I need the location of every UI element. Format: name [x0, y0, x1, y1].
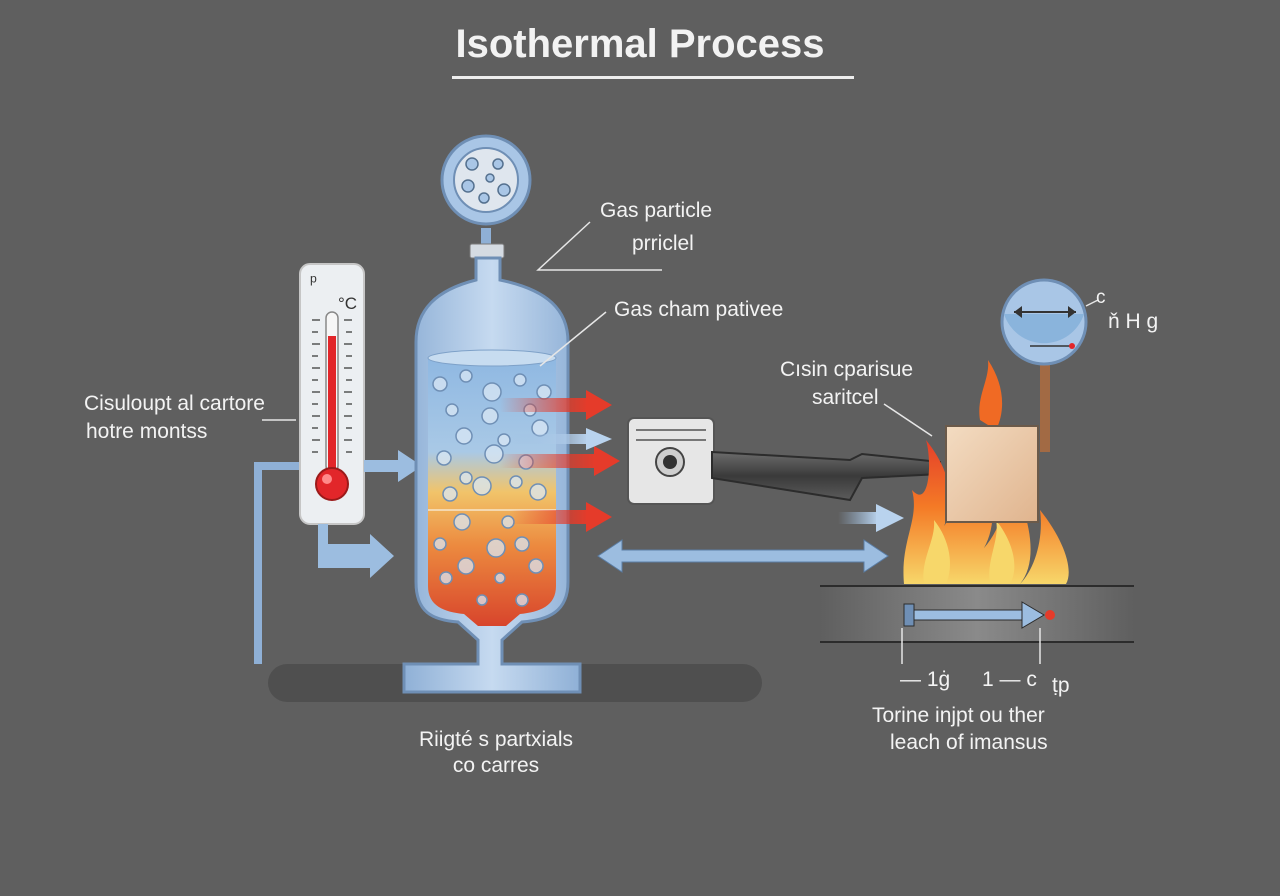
title-underline — [452, 76, 854, 79]
gas-chamber — [402, 256, 582, 694]
heat-arrow-icon — [500, 390, 620, 532]
gauge-unit-c: c — [1096, 287, 1106, 308]
leader-lines-top — [536, 221, 662, 367]
scale-label-1: — 1ġ — [900, 668, 951, 691]
flow-arrow-icon — [318, 450, 422, 578]
leader-line-block — [883, 403, 933, 437]
page-title: Isothermal Process — [455, 22, 825, 66]
pressure-gauge-icon — [440, 134, 532, 259]
left-pipe — [254, 462, 300, 664]
pressure-gauge-icon — [1000, 278, 1099, 452]
label-left-line2: hotre montss — [86, 420, 208, 443]
label-center-right-line2: saritcel — [812, 386, 879, 409]
scale-label-2: 1 — c — [982, 668, 1037, 691]
label-bottom-center-line1: Riigté s partxials — [418, 728, 574, 751]
label-left-line1: Cisuloupt al cartore — [84, 392, 265, 415]
label-gas-particle: Gas particle — [600, 199, 713, 222]
label-bottom-right-line2: leach of imansus — [890, 731, 1048, 754]
label-gas-particle-line2: prriclel — [632, 232, 694, 255]
heat-reservoir-block — [945, 425, 1039, 523]
scale-arrow — [901, 601, 1055, 664]
piston-icon — [627, 417, 941, 505]
thermometer-icon — [299, 263, 365, 525]
thermometer-unit: °C — [338, 294, 358, 313]
label-gas-chamber: Gas cham pativee — [614, 298, 784, 321]
label-bottom-right-line1: Torine injpt ou ther — [872, 704, 1045, 727]
scale-label-3: ṭp — [1052, 674, 1070, 697]
label-center-right-line1: Cısin cparisue — [780, 358, 914, 381]
thermometer-top-mark: ᵖ — [310, 271, 317, 291]
flow-arrow-icon — [597, 539, 889, 573]
label-bottom-center-line2: co carres — [452, 754, 540, 777]
gauge-unit-hg: ň H g — [1108, 310, 1159, 333]
flow-arrow-icon — [838, 504, 904, 532]
